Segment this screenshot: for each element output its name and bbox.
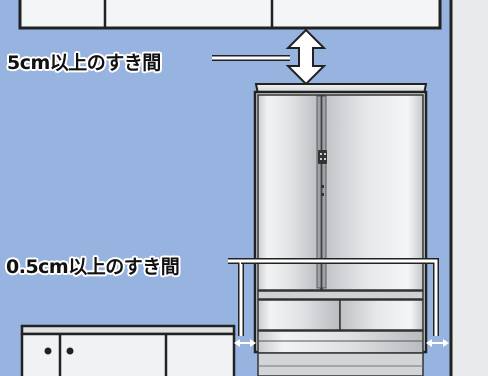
side-gap-pointer	[228, 258, 439, 336]
left-door	[257, 94, 322, 291]
top-gap-label: 5cm以上のすき間	[7, 52, 161, 74]
drawer-right	[339, 299, 424, 331]
refrigerator	[253, 83, 428, 376]
knob-icon	[66, 347, 74, 355]
knob-icon	[44, 347, 52, 355]
drawer-bottom	[257, 330, 424, 354]
drawer-rail	[257, 290, 424, 300]
right-side-gap-arrow	[426, 339, 449, 347]
side-gap-label: 0.5cm以上のすき間	[6, 256, 180, 278]
right-door	[321, 94, 424, 291]
right-wall	[449, 0, 488, 376]
control-panel	[318, 150, 327, 164]
upper-cabinet	[18, 0, 442, 30]
drawer-left	[257, 299, 341, 331]
lower-cabinet	[20, 324, 236, 376]
top-gap-arrow	[285, 28, 327, 86]
left-side-gap-arrow	[234, 339, 256, 347]
